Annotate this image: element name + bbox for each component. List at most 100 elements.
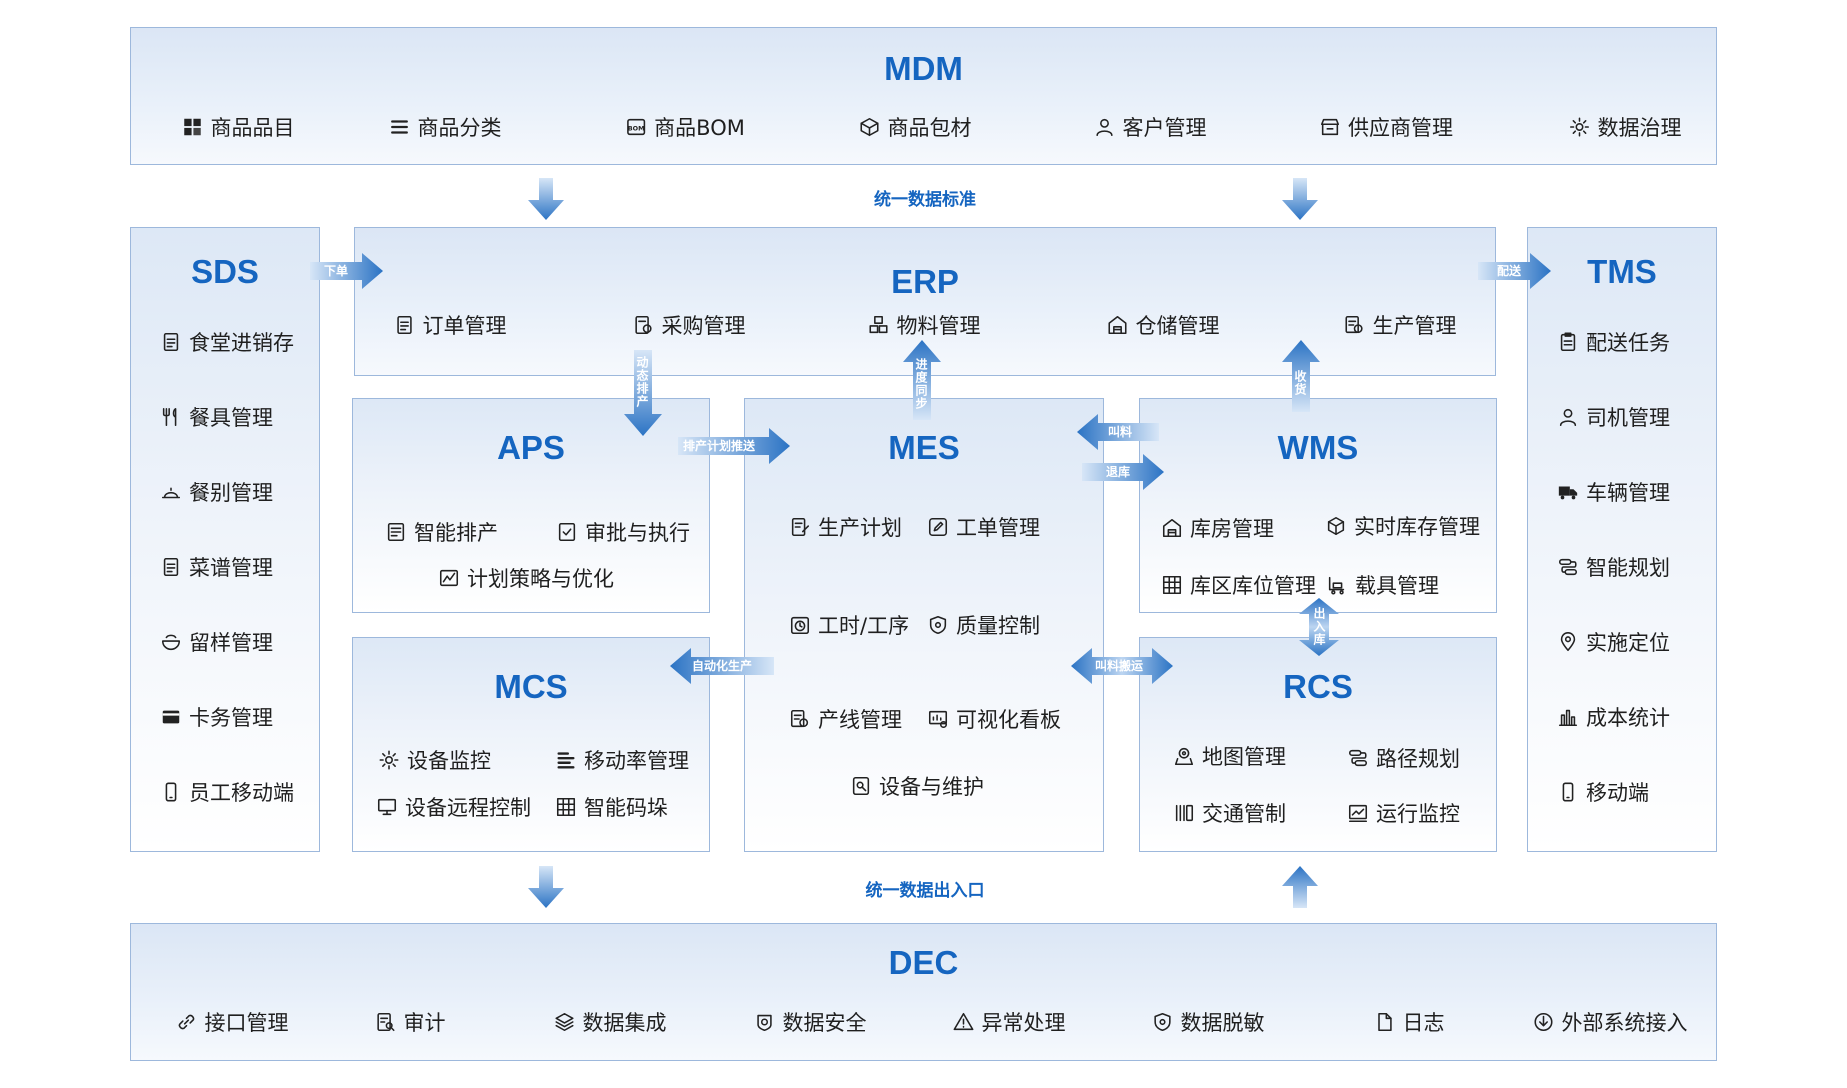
dec-item-warning[interactable]: 异常处理 [953,1007,1066,1037]
mes-item-label: 工单管理 [956,516,1040,540]
rcs-item-map[interactable]: 地图管理 [1173,741,1286,771]
dec-item-layers[interactable]: 数据集成 [554,1007,667,1037]
sds-item-dish[interactable]: 餐别管理 [160,477,273,507]
dec-item-safe[interactable]: 数据安全 [754,1007,867,1037]
erp-item-label: 生产管理 [1372,314,1457,338]
aps-item-check[interactable]: 审批与执行 [556,517,690,547]
mdm-item-gear[interactable]: 数据治理 [1569,112,1682,142]
mes-to-erp-tag: 进度同步 [914,358,928,410]
mes-item-pen[interactable]: 工单管理 [927,512,1040,542]
tms-item-label: 智能规划 [1586,556,1670,580]
sds-item-label: 员工移动端 [189,781,294,805]
rcs-item-traffic[interactable]: 交通管制 [1173,798,1286,828]
grid-outline-icon [1161,574,1190,596]
tms-item-mobile[interactable]: 移动端 [1557,777,1649,807]
tms-item-label: 实施定位 [1586,631,1670,655]
layers-icon [554,1011,583,1033]
aps-item-label: 智能排产 [414,521,498,545]
mes-item-monitor[interactable]: 可视化看板 [927,704,1061,734]
mes-to-wms-arrow [1082,454,1164,490]
mcs-item-gear[interactable]: 设备监控 [378,745,491,775]
down-arrow-left-bottom [528,866,564,908]
rcs-item-monitor-chart[interactable]: 运行监控 [1347,798,1460,828]
tms-item-label: 司机管理 [1586,406,1670,430]
tms-item-clipboard[interactable]: 配送任务 [1557,327,1670,357]
rcs-title: RCS [1283,668,1353,705]
sds-item-utensils[interactable]: 餐具管理 [160,402,273,432]
warehouse-icon [1161,517,1190,539]
monitor-chart-icon [1347,802,1376,824]
erp-item-label: 仓储管理 [1135,314,1220,338]
mes-title: MES [888,429,960,466]
wms-item-label: 库区库位管理 [1190,574,1316,598]
document-icon [160,331,189,353]
mcs-item-bars[interactable]: 移动率管理 [555,745,689,775]
mcs-item-grid-outline[interactable]: 智能码垛 [555,792,668,822]
mdm-item-grid[interactable]: 商品品目 [182,112,295,142]
aps-item-label: 审批与执行 [585,521,690,545]
sds-item-bowl[interactable]: 留样管理 [160,627,273,657]
erp-item-production[interactable]: 生产管理 [1344,310,1457,340]
mes-item-production[interactable]: 产线管理 [789,704,902,734]
aps-item-schedule[interactable]: 智能排产 [385,517,498,547]
dec-item-label: 数据集成 [582,1011,667,1035]
mdm-item-user[interactable]: 客户管理 [1094,112,1207,142]
mes-item-device[interactable]: 设备与维护 [850,771,984,801]
svg-text:BOM: BOM [628,125,645,133]
mes-to-mcs-tag: 自动化生产 [692,659,753,673]
dec-item-link[interactable]: 接口管理 [176,1007,289,1037]
erp-item-purchase[interactable]: 采购管理 [633,310,746,340]
tms-item-user[interactable]: 司机管理 [1557,402,1670,432]
mdm-item-list[interactable]: 商品分类 [389,112,502,142]
mcs-item-label: 设备监控 [407,749,491,773]
sds-item-card[interactable]: 卡务管理 [160,702,273,732]
dec-item-audit[interactable]: 审计 [375,1007,446,1037]
wms-panel: WMS [1139,398,1497,613]
edit-doc-icon [789,516,818,538]
sds-item-label: 食堂进销存 [189,331,294,355]
sds-item-document[interactable]: 菜谱管理 [160,552,273,582]
mes-item-edit-doc[interactable]: 生产计划 [789,512,902,542]
mcs-item-screen[interactable]: 设备远程控制 [376,792,531,822]
mes-item-clock[interactable]: 工时/工序 [789,610,909,640]
mdm-item-label: 供应商管理 [1348,116,1453,140]
mes-item-shield[interactable]: 质量控制 [927,610,1040,640]
mdm-item-store[interactable]: 供应商管理 [1319,112,1453,142]
dec-item-import[interactable]: 外部系统接入 [1533,1007,1688,1037]
rcs-item-route[interactable]: 路径规划 [1347,743,1460,773]
mes-item-label: 生产计划 [818,516,902,540]
dec-title: DEC [888,944,959,981]
sds-panel: SDS [130,227,320,852]
tms-item-route[interactable]: 智能规划 [1557,552,1670,582]
aps-item-chart-line[interactable]: 计划策略与优化 [438,563,614,593]
route-icon [1557,556,1586,578]
audit-icon [375,1011,404,1033]
aps-title: APS [497,429,565,466]
traffic-icon [1173,802,1202,824]
erp-item-document[interactable]: 订单管理 [394,310,507,340]
mdm-item-package[interactable]: 商品包材 [859,112,972,142]
tms-item-bar-chart[interactable]: 成本统计 [1557,702,1670,732]
dec-item-file[interactable]: 日志 [1374,1007,1445,1037]
wms-item-warehouse[interactable]: 库房管理 [1161,513,1274,543]
tms-item-location[interactable]: 实施定位 [1557,627,1670,657]
user-icon [1557,406,1586,428]
sds-item-mobile[interactable]: 员工移动端 [160,777,294,807]
clock-icon [789,614,818,636]
gear-icon [378,749,407,771]
wms-item-grid-outline[interactable]: 库区库位管理 [1161,570,1316,600]
wms-item-cart[interactable]: 载具管理 [1326,570,1439,600]
purchase-icon [633,314,662,336]
tms-item-truck[interactable]: 车辆管理 [1557,477,1670,507]
erp-item-boxes[interactable]: 物料管理 [868,310,981,340]
rcs-item-label: 交通管制 [1202,802,1286,826]
erp-item-warehouse[interactable]: 仓储管理 [1107,310,1220,340]
cube-icon [1325,515,1354,537]
monitor-icon [927,708,956,730]
sds-item-document[interactable]: 食堂进销存 [160,327,294,357]
wms-item-cube[interactable]: 实时库存管理 [1325,511,1480,541]
grid-outline-icon [555,796,584,818]
dec-item-shield[interactable]: 数据脱敏 [1152,1007,1265,1037]
file-icon [1374,1011,1403,1033]
